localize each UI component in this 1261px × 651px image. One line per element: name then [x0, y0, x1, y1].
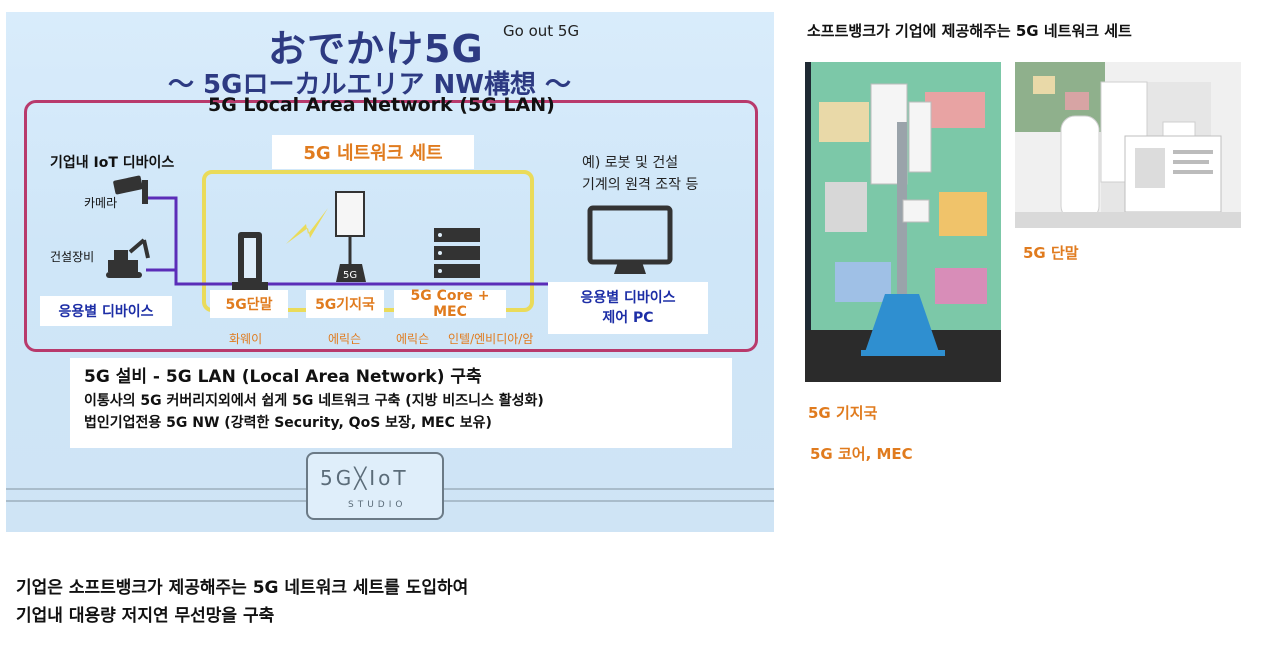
slide-subtitle-en: Go out 5G [503, 22, 580, 40]
base-station-label: 5G기지국 [306, 290, 384, 318]
vendor-base-station: 에릭슨 [328, 332, 362, 346]
app-device-left-label: 응용별 디바이스 [40, 296, 172, 326]
studio-logo-word: STUDIO [348, 500, 407, 510]
caption-base-station: 5G 기지국 [808, 404, 878, 422]
info-box: 5G 설비 - 5G LAN (Local Area Network) 구축 이… [70, 358, 732, 448]
network-set-label: 5G 네트워크 세트 [272, 135, 474, 169]
remote-example: 예) 로봇 및 건설 기계의 원격 조작 등 [582, 152, 698, 196]
slide-concept: ～ 5Gローカルエリア NW構想 ～ [168, 70, 572, 100]
camera-label: 카메라 [84, 196, 118, 210]
terminal-label: 5G단말 [210, 290, 288, 318]
info-line-2: 법인기업전용 5G NW (강력한 Security, QoS 보장, MEC … [84, 415, 492, 431]
local-area-frame [24, 100, 758, 352]
lightning-icon [286, 208, 328, 244]
slide-lan-title: 5G Local Area Network (5G LAN) [208, 94, 555, 116]
base-station-photo [805, 62, 1001, 382]
base-station-photo-art [805, 62, 1001, 382]
right-heading: 소프트뱅크가 기업에 제공해주는 5G 네트워크 세트 [807, 22, 1132, 40]
core-mec-label: 5G Core + MEC [394, 288, 506, 320]
app-device-right-label: 응용별 디바이스 제어 PC [548, 282, 708, 334]
monitor-icon [587, 205, 673, 274]
caption-terminal: 5G 단말 [1023, 244, 1079, 262]
studio-logo: 5G╳IoT STUDIO [306, 452, 444, 520]
bottom-summary-line1: 기업은 소프트뱅크가 제공해주는 5G 네트워크 세트를 도입하여 [16, 578, 469, 598]
equipment-label: 건설장비 [50, 250, 95, 264]
slide-photo: おでかけ5G Go out 5G ～ 5Gローカルエリア NW構想 ～ 5G L… [6, 12, 774, 532]
vendor-terminal: 화웨이 [229, 332, 263, 346]
app-device-right-line2: 제어 PC [602, 310, 654, 326]
cpe-router-icon [232, 232, 268, 290]
bottom-summary: 기업은 소프트뱅크가 제공해주는 5G 네트워크 세트를 도입하여 기업내 대용… [16, 574, 468, 630]
excavator-icon [106, 238, 150, 278]
base-station-badge: 5G [343, 270, 357, 281]
antenna-icon: 5G [335, 191, 366, 282]
remote-example-line2: 기계의 원격 조작 등 [582, 177, 699, 193]
terminal-photo-art [1015, 62, 1241, 228]
vendor-core: 에릭슨 [396, 332, 430, 346]
server-rack-icon [434, 228, 480, 278]
iot-device-header: 기업내 IoT 디바이스 [50, 155, 175, 171]
info-line-1: 이통사의 5G 커버리지외에서 쉽게 5G 네트워크 구축 (지방 비즈니스 활… [84, 393, 544, 409]
app-device-right-line1: 응용별 디바이스 [580, 290, 676, 306]
remote-example-line1: 예) 로봇 및 건설 [582, 155, 679, 171]
camera-icon [113, 175, 148, 204]
terminal-photo [1015, 62, 1241, 228]
caption-core-mec: 5G 코어, MEC [810, 445, 913, 463]
vendor-mec: 인텔/엔비디아/암 [448, 332, 534, 346]
info-title: 5G 설비 - 5G LAN (Local Area Network) 구축 [84, 367, 482, 387]
link-line [146, 196, 614, 286]
slide-title: おでかけ5G [268, 27, 484, 71]
bottom-summary-line2: 기업내 대용량 저지연 무선망을 구축 [16, 606, 275, 626]
studio-logo-mark: 5G╳IoT [320, 466, 409, 490]
